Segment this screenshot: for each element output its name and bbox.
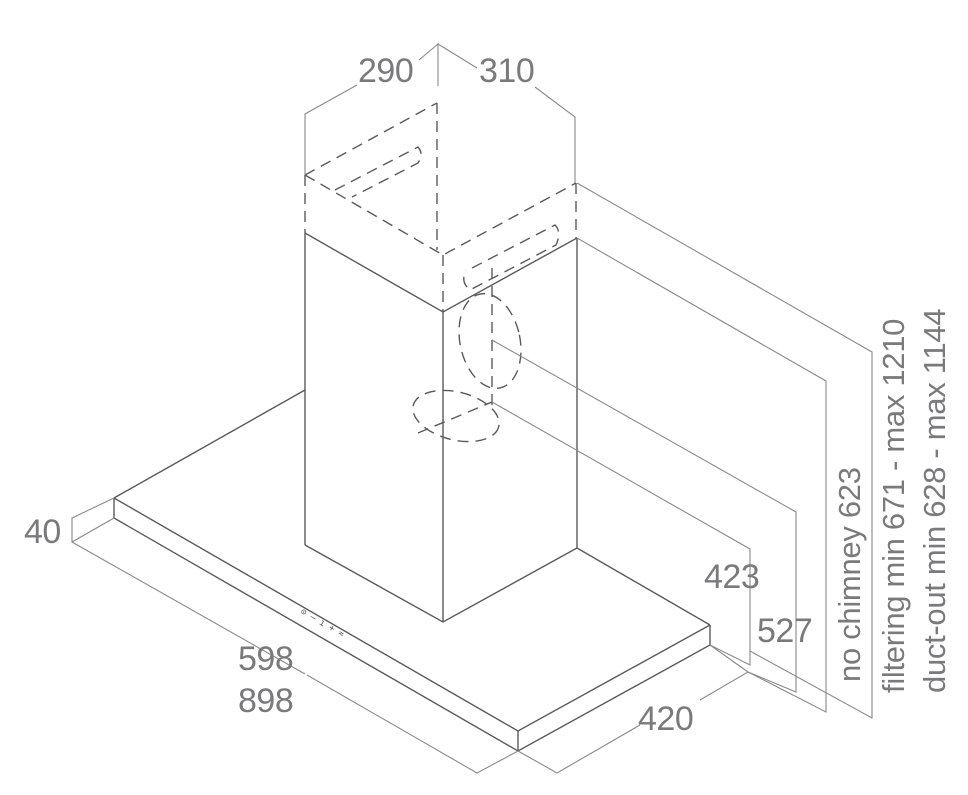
- canopy-front-thickness: [113, 498, 711, 752]
- duct-opening-horizontal-icon: [412, 389, 500, 443]
- label-no-chimney: no chimney 623: [832, 467, 867, 682]
- dim-no-chimney-line: [576, 237, 827, 713]
- dim-423-line: [491, 401, 751, 666]
- label-598: 598: [238, 640, 293, 678]
- label-898: 898: [238, 682, 293, 720]
- label-310: 310: [479, 52, 534, 90]
- vent-slot-right-icon: [463, 224, 560, 291]
- control-panel-symbols: ⊙ – ı + ≈: [299, 607, 347, 640]
- dim-310-line: [534, 86, 576, 183]
- dim-290-line: [304, 84, 358, 175]
- label-420: 420: [638, 700, 693, 738]
- canopy-top-right-back-edge: [576, 547, 711, 626]
- canopy: [113, 389, 711, 752]
- chimney-lower-bottom-edges: [304, 544, 578, 623]
- hidden-top-front-edges: [304, 174, 577, 256]
- canopy-top-front-edges: [113, 497, 711, 732]
- dim-527-line: [491, 339, 797, 693]
- label-290: 290: [358, 52, 413, 90]
- dim-420-line-left: [517, 724, 641, 774]
- dim-598-line: [71, 541, 306, 675]
- control-panel: ⊙ – ı + ≈: [299, 607, 347, 640]
- vent-slot-left-icon: [334, 146, 422, 198]
- dim-420-line-right: [699, 644, 750, 701]
- dim-filtering-ductout-line: [576, 182, 873, 719]
- dimension-lines: [71, 42, 873, 774]
- label-40: 40: [24, 513, 61, 551]
- dim-top-apex-line: [418, 42, 439, 86]
- dim-898-line: [306, 674, 519, 774]
- label-423: 423: [704, 558, 759, 596]
- label-527: 527: [757, 612, 812, 650]
- dim-310-apex-line: [437, 43, 478, 69]
- chimney-lower-top-edges: [304, 232, 578, 313]
- hidden-top-back-edge: [304, 102, 438, 176]
- duct-opening-vertical-icon: [458, 292, 522, 390]
- chimney-upper-hidden: [304, 102, 577, 443]
- label-ductout: duct-out min 628 - max 1144: [917, 309, 952, 693]
- label-filtering: filtering min 671 - max 1210: [876, 319, 911, 693]
- canopy-top-left-back-edge: [113, 389, 306, 499]
- hidden-duct-link: [417, 401, 493, 434]
- dimension-labels: 290 310 40 598 898 420 423 527 no chimne…: [24, 52, 952, 738]
- dim-40-line: [71, 497, 115, 543]
